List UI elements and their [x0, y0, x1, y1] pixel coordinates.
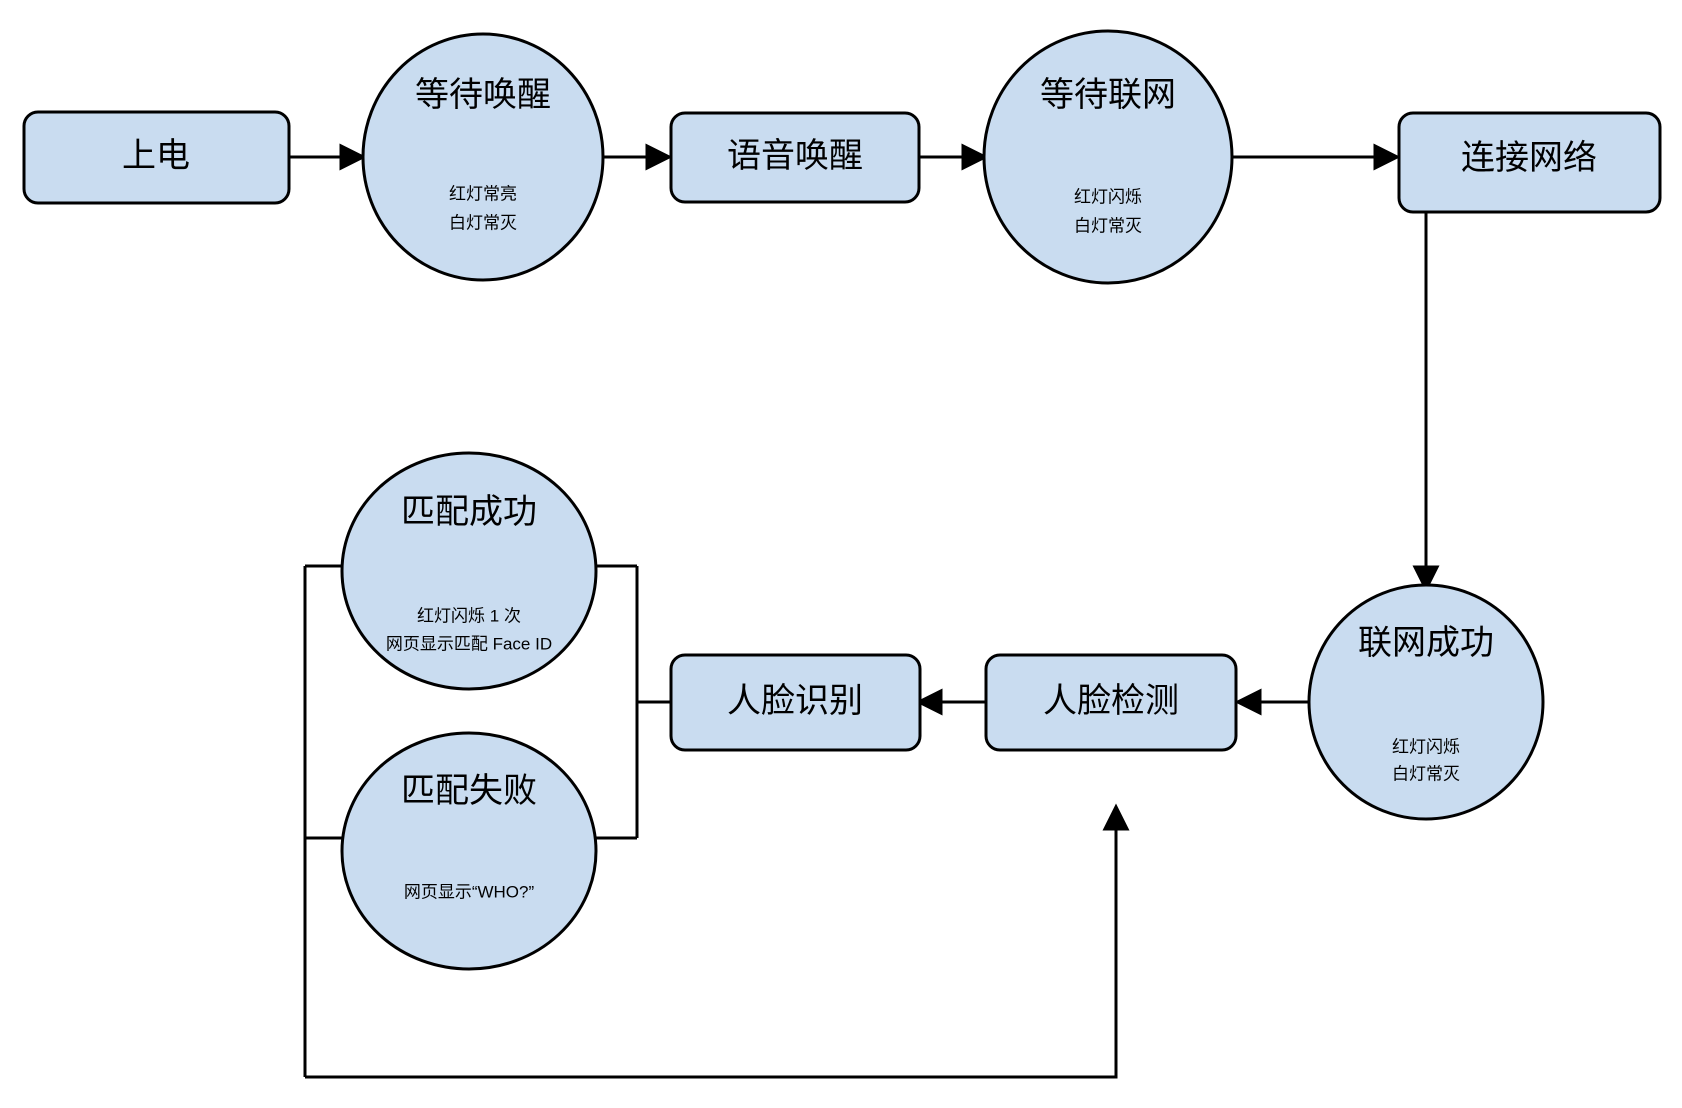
node-wait-wake-sub-line1: 红灯常亮 [449, 184, 517, 203]
node-voice-wake-shape[interactable] [669, 111, 921, 204]
node-voice-wake[interactable]: 语音唤醒 [669, 111, 921, 204]
node-wait-wake[interactable]: 等待唤醒 红灯常亮 白灯常灭 [361, 32, 605, 282]
node-net-ok-sub-line2: 白灯常灭 [1392, 764, 1460, 783]
node-match-ok-shape[interactable] [340, 451, 598, 691]
node-match-ok-sub-line2: 网页显示匹配 Face ID [386, 634, 552, 653]
node-face-detect-label: 人脸检测 [1043, 682, 1179, 720]
node-match-ok-label: 匹配成功 [401, 493, 537, 531]
node-power-on-shape[interactable] [22, 110, 291, 205]
edge-match-fail-feedback-bottom [305, 803, 1130, 1079]
node-face-recognize-label: 人脸识别 [727, 682, 863, 720]
node-power-on[interactable]: 上电 [22, 110, 291, 205]
node-face-detect-shape[interactable] [984, 653, 1238, 752]
node-net-ok-shape[interactable] [1307, 583, 1545, 821]
node-wait-net-label: 等待联网 [1040, 76, 1176, 114]
node-match-ok-sub-line1: 红灯闪烁 1 次 [417, 606, 521, 625]
node-match-fail-shape[interactable] [340, 731, 598, 971]
node-connect-net-label: 连接网络 [1461, 139, 1597, 177]
node-connect-net-shape[interactable] [1397, 111, 1662, 214]
node-net-ok[interactable]: 联网成功 红灯闪烁 白灯常灭 [1307, 583, 1545, 821]
node-wait-wake-sub-line2: 白灯常灭 [449, 213, 517, 232]
node-net-ok-sub-line1: 红灯闪烁 [1392, 737, 1460, 756]
node-net-ok-label: 联网成功 [1358, 624, 1494, 662]
node-wait-net-sub-line2: 白灯常灭 [1074, 216, 1142, 235]
node-match-fail-label: 匹配失败 [401, 772, 537, 810]
node-connect-net[interactable]: 连接网络 [1397, 111, 1662, 214]
node-wait-net-shape[interactable] [982, 29, 1234, 285]
node-power-on-label: 上电 [122, 137, 190, 175]
node-wait-net[interactable]: 等待联网 红灯闪烁 白灯常灭 [982, 29, 1234, 285]
node-face-recognize-shape[interactable] [669, 653, 922, 752]
node-match-fail-sub-line1: 网页显示“WHO?” [404, 882, 535, 901]
node-wait-wake-shape[interactable] [361, 32, 605, 282]
node-match-ok[interactable]: 匹配成功 红灯闪烁 1 次 网页显示匹配 Face ID [340, 451, 598, 691]
node-wait-net-sub-line1: 红灯闪烁 [1074, 187, 1142, 206]
node-face-detect[interactable]: 人脸检测 [984, 653, 1238, 752]
node-voice-wake-label: 语音唤醒 [727, 137, 863, 175]
node-face-recognize[interactable]: 人脸识别 [669, 653, 922, 752]
node-wait-wake-label: 等待唤醒 [415, 76, 551, 114]
node-match-fail[interactable]: 匹配失败 网页显示“WHO?” [340, 731, 598, 971]
